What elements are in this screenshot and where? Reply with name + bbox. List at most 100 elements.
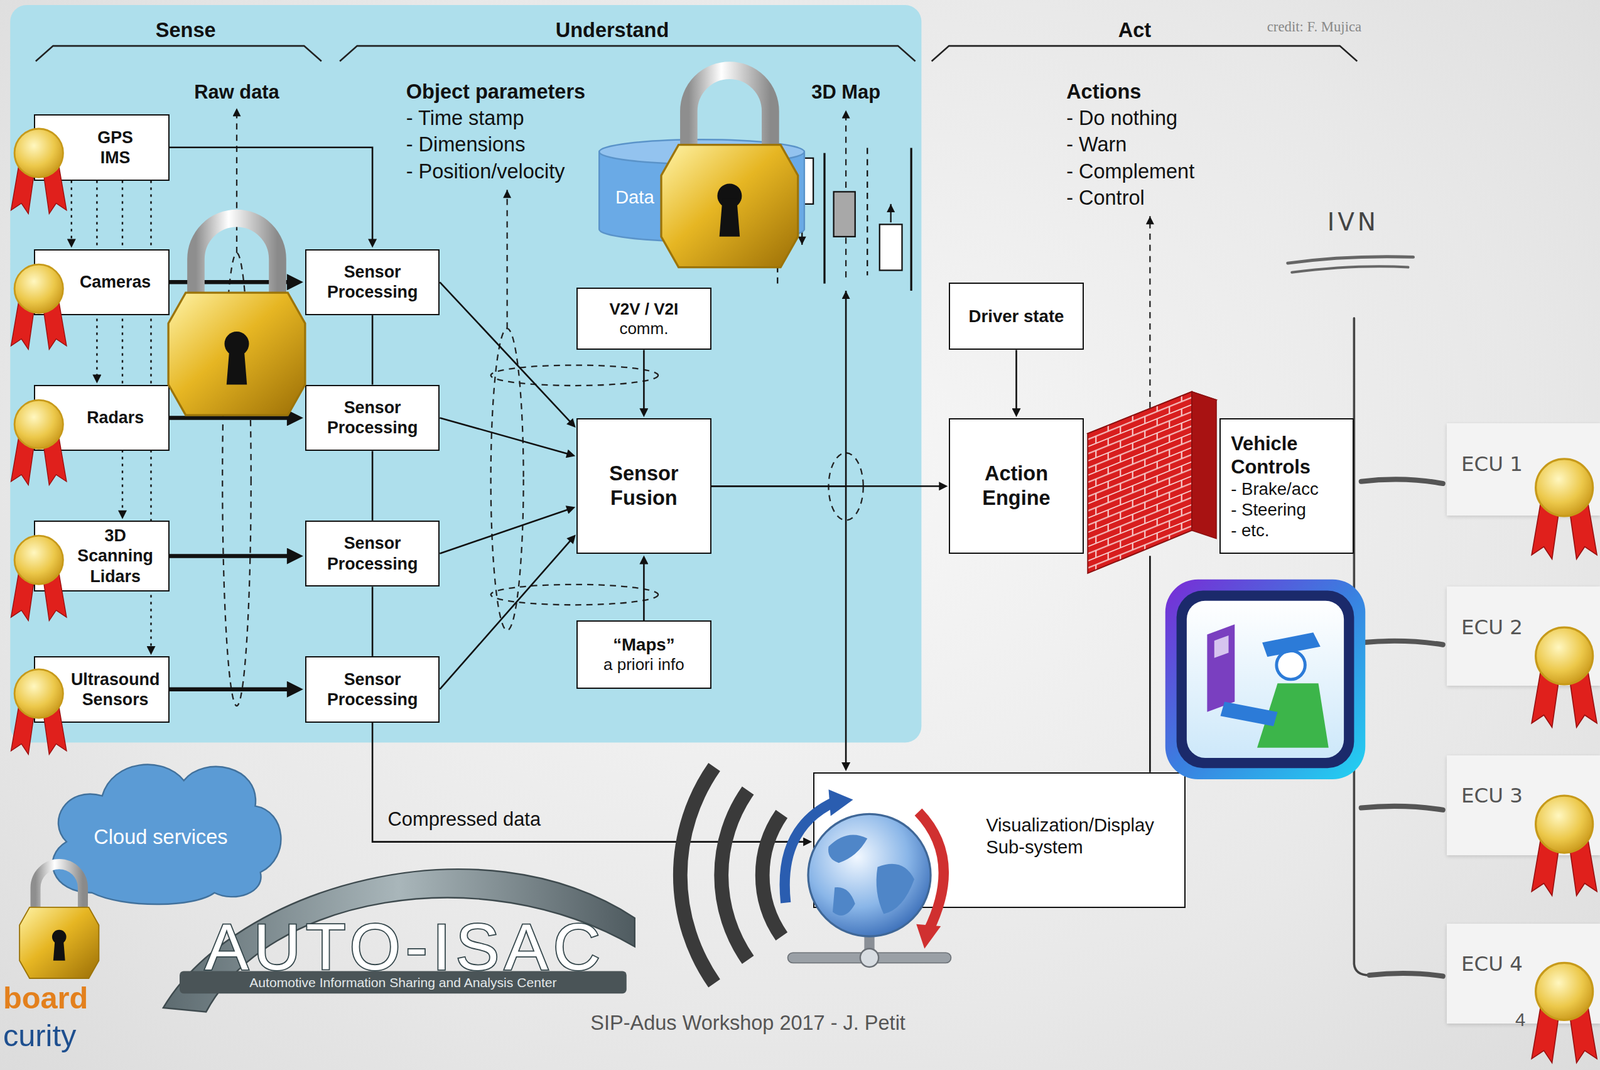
passport-control-icon xyxy=(1220,702,1278,727)
map-lanes xyxy=(866,148,868,276)
node-text: Sensor Processing xyxy=(327,533,418,574)
connector xyxy=(643,559,645,621)
node-text: Radars xyxy=(86,407,144,428)
connector xyxy=(169,686,296,692)
certificate-badge xyxy=(1531,962,1597,1063)
certificate-badge xyxy=(11,128,1598,1064)
in-vehicle-network xyxy=(1361,479,1444,484)
passport-control-icon xyxy=(1186,600,1344,758)
phase-bracket xyxy=(35,45,1357,61)
process-box: Sensor Processing xyxy=(305,384,441,452)
text-label: 3D Map xyxy=(811,80,881,104)
text-label: AUTO-ISAC xyxy=(204,908,606,987)
firewall-icon xyxy=(1087,391,1192,574)
node-text: Cloud services xyxy=(93,825,228,850)
internet-globe-icon xyxy=(916,924,941,949)
passport-control-icon xyxy=(1214,635,1229,659)
internet-globe-icon xyxy=(808,813,931,937)
internet-globe-icon xyxy=(680,767,782,984)
certificate-badge xyxy=(1531,795,1597,896)
certificate-badge xyxy=(11,264,67,350)
node-text: GPS IMS xyxy=(97,127,134,168)
node-text: - etc. xyxy=(1230,519,1270,541)
connector xyxy=(121,180,124,515)
understand-panel xyxy=(10,5,922,743)
map-vehicles xyxy=(790,158,902,271)
process-box: Sensor Processing xyxy=(305,656,441,723)
map-lanes xyxy=(910,148,913,291)
in-vehicle-network xyxy=(1287,256,1414,264)
dashed-grouping xyxy=(236,108,238,254)
edge-label: Compressed data xyxy=(388,807,542,831)
action-engine-box: Action Engine xyxy=(948,418,1084,554)
text-label: - Time stamp xyxy=(406,106,525,131)
node-text: ECU 3 xyxy=(1461,783,1523,809)
in-vehicle-network xyxy=(1361,641,1444,645)
dashed-grouping xyxy=(506,189,508,329)
vehicle-controls-box: Vehicle Controls- Brake/acc- Steering- e… xyxy=(1219,418,1355,554)
text-label: Understand xyxy=(555,18,670,43)
passport-control-icon xyxy=(1206,624,1235,713)
internet-globe-icon xyxy=(762,813,782,937)
driver-state-box: Driver state xyxy=(948,282,1084,350)
connector xyxy=(371,586,374,657)
text-label: Act xyxy=(1118,18,1152,43)
map-vehicles xyxy=(879,224,903,271)
text-label: Sense xyxy=(155,18,217,43)
internet-globe-icon xyxy=(680,767,951,984)
certificate-badge xyxy=(11,669,67,755)
internet-globe-icon xyxy=(828,789,854,816)
padlock-icon xyxy=(661,70,799,268)
text-label: - Do nothing xyxy=(1066,106,1178,131)
cloud-services: Cloud services xyxy=(30,739,291,909)
certificate-badge xyxy=(11,128,67,214)
node-text: a priori info xyxy=(603,654,685,675)
text-label: - Dimensions xyxy=(406,132,526,157)
text-label: - Warn xyxy=(1066,132,1127,157)
certificate-badge xyxy=(11,535,67,621)
text-label: credit: F. Mujica xyxy=(1267,18,1362,36)
text-label: 4 xyxy=(1515,1009,1526,1032)
text-label: board xyxy=(3,979,88,1017)
text-label: Actions xyxy=(1066,79,1141,105)
phase-bracket xyxy=(339,45,916,61)
map-vehicles xyxy=(833,191,856,237)
fusion-box: Sensor Fusion xyxy=(576,418,712,554)
passport-control-icon xyxy=(1165,579,1366,780)
passport-control-icon xyxy=(1176,590,1355,769)
node-text: Action Engine xyxy=(982,461,1050,511)
maps-box: “Maps”a priori info xyxy=(576,620,712,689)
node-text: V2V / V2I xyxy=(609,299,679,319)
passport-control-icon xyxy=(1165,579,1366,780)
internet-globe-icon xyxy=(860,948,879,968)
phase-bracket xyxy=(931,45,1358,61)
connector xyxy=(372,722,808,843)
node-text: ECU 2 xyxy=(1461,615,1523,640)
node-text: Vehicle Controls xyxy=(1230,432,1311,479)
connector xyxy=(1015,349,1018,413)
text-label: - Control xyxy=(1066,185,1145,211)
node-text: Sensor Processing xyxy=(327,261,418,303)
connector xyxy=(169,553,296,559)
process-box: Sensor Processing xyxy=(305,249,441,316)
text-label: IVN xyxy=(1327,207,1379,238)
text-label: - Complement xyxy=(1066,159,1195,184)
fusion-output-line xyxy=(845,290,848,487)
internet-globe-icon xyxy=(918,811,944,930)
connector xyxy=(70,180,73,244)
internet-globe-icon xyxy=(828,834,915,916)
text-label: Raw data xyxy=(194,80,279,104)
node-text: Ultrasound Sensors xyxy=(68,669,163,710)
node-text: ECU 4 xyxy=(1461,951,1523,977)
in-vehicle-network xyxy=(1369,973,1444,977)
connector xyxy=(439,417,571,455)
node-text: - Steering xyxy=(1230,499,1307,520)
connector xyxy=(439,538,573,690)
firewall-icon xyxy=(1191,391,1217,539)
node-text: Cameras xyxy=(79,271,151,292)
fusion-output-line xyxy=(1149,555,1152,772)
map-lanes xyxy=(889,204,892,223)
in-vehicle-network xyxy=(1291,266,1408,272)
padlock-icon xyxy=(19,864,99,979)
